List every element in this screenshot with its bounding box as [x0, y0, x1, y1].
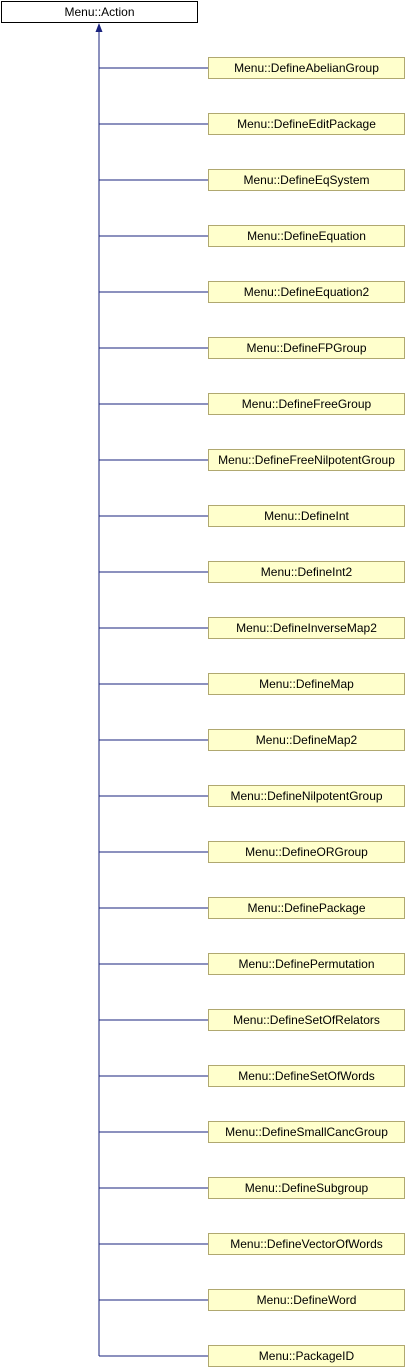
- derived-class-node[interactable]: Menu::DefineSetOfRelators: [208, 1009, 405, 1031]
- derived-class-node[interactable]: Menu::DefinePackage: [208, 897, 405, 919]
- derived-class-node[interactable]: Menu::DefineVectorOfWords: [208, 1233, 405, 1255]
- derived-class-node[interactable]: Menu::DefineSetOfWords: [208, 1065, 405, 1087]
- derived-class-node[interactable]: Menu::DefineMap2: [208, 729, 405, 751]
- derived-class-node[interactable]: Menu::DefineFPGroup: [208, 337, 405, 359]
- derived-class-node[interactable]: Menu::DefineFreeNilpotentGroup: [208, 449, 405, 471]
- derived-class-node[interactable]: Menu::DefineFreeGroup: [208, 393, 405, 415]
- base-class-node[interactable]: Menu::Action: [1, 1, 198, 23]
- inheritance-arrowhead: [95, 23, 103, 32]
- derived-class-node[interactable]: Menu::DefineSubgroup: [208, 1177, 405, 1199]
- derived-class-node[interactable]: Menu::DefineORGroup: [208, 841, 405, 863]
- derived-class-node[interactable]: Menu::DefinePermutation: [208, 953, 405, 975]
- derived-class-node[interactable]: Menu::DefineInt: [208, 505, 405, 527]
- derived-class-node[interactable]: Menu::DefineMap: [208, 673, 405, 695]
- derived-class-node[interactable]: Menu::DefineSmallCancGroup: [208, 1121, 405, 1143]
- derived-class-node[interactable]: Menu::DefineAbelianGroup: [208, 57, 405, 79]
- derived-class-node[interactable]: Menu::DefineInt2: [208, 561, 405, 583]
- derived-class-node[interactable]: Menu::DefineEquation: [208, 225, 405, 247]
- derived-class-node[interactable]: Menu::DefineNilpotentGroup: [208, 785, 405, 807]
- derived-class-node[interactable]: Menu::DefineEditPackage: [208, 113, 405, 135]
- derived-class-node[interactable]: Menu::PackageID: [208, 1345, 405, 1367]
- derived-class-node[interactable]: Menu::DefineInverseMap2: [208, 617, 405, 639]
- derived-class-node[interactable]: Menu::DefineEqSystem: [208, 169, 405, 191]
- derived-class-node[interactable]: Menu::DefineEquation2: [208, 281, 405, 303]
- derived-class-node[interactable]: Menu::DefineWord: [208, 1289, 405, 1311]
